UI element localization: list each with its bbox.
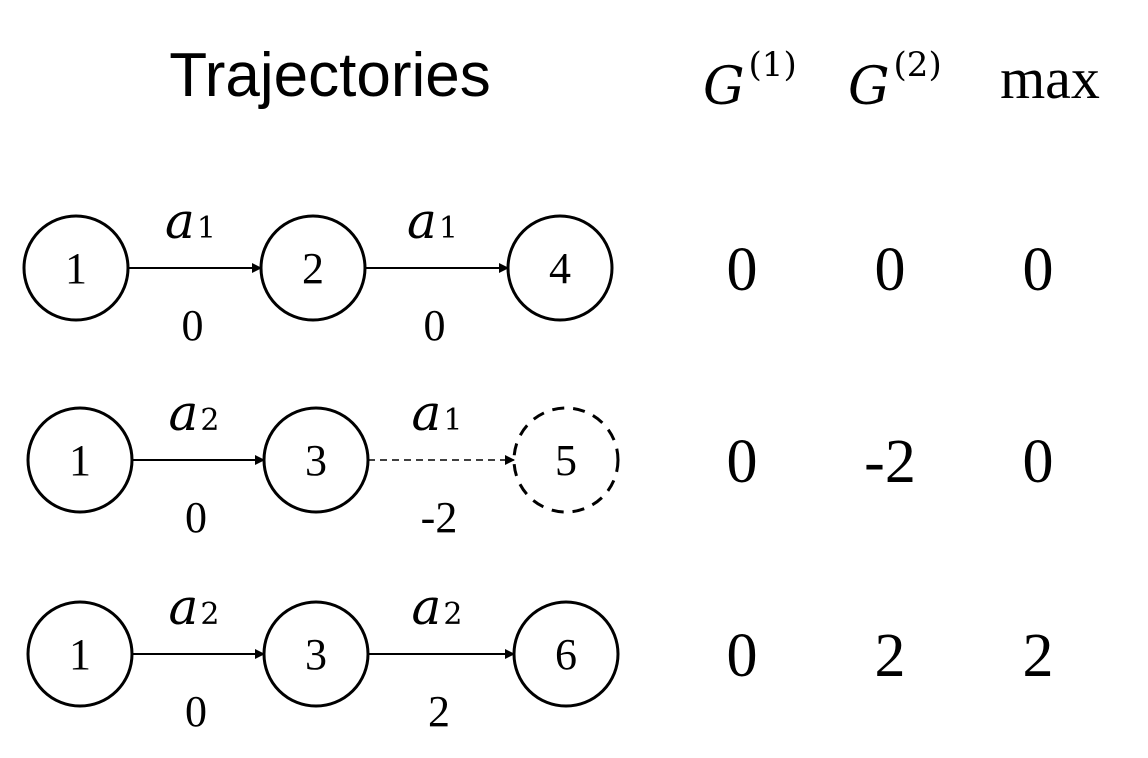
reward-label-row1-1: 0 — [182, 301, 204, 350]
action-symbol: a — [165, 192, 195, 250]
state-label-row2-2: 3 — [305, 436, 327, 485]
action-subscript: 1 — [439, 211, 458, 246]
action-symbol: a — [169, 384, 199, 442]
action-label-row2-1: a2 — [169, 384, 220, 442]
state-label-row2-3: 5 — [555, 436, 577, 485]
state-label-row3-3: 6 — [555, 630, 577, 679]
reward-label-row1-2: 0 — [424, 301, 446, 350]
reward-label-row3-1: 0 — [185, 687, 207, 736]
value-g2-row3: 2 — [875, 622, 906, 690]
value-g2-row1: 0 — [875, 236, 906, 304]
value-g1-row2: 0 — [727, 428, 758, 496]
action-symbol: a — [412, 384, 442, 442]
reward-label-row2-1: 0 — [185, 493, 207, 542]
value-max-row2: 0 — [1023, 428, 1054, 496]
action-subscript: 1 — [197, 211, 216, 246]
reward-label-row3-2: 2 — [428, 687, 450, 736]
value-max-row1: 0 — [1023, 236, 1054, 304]
state-label-row2-1: 1 — [69, 436, 91, 485]
header-g2-sup: (2) — [894, 45, 942, 85]
header-g2-base: G — [848, 57, 890, 117]
state-label-row1-2: 2 — [302, 244, 324, 293]
title: Trajectories — [169, 41, 491, 110]
header-g1: G(1) — [703, 45, 797, 117]
reward-label-row2-2: -2 — [421, 493, 458, 542]
header-g2: G(2) — [848, 45, 942, 117]
value-g2-row2: -2 — [864, 428, 916, 496]
value-max-row3: 2 — [1023, 622, 1054, 690]
value-g1-row3: 0 — [727, 622, 758, 690]
action-label-row1-2: a1 — [407, 192, 458, 250]
state-label-row1-3: 4 — [549, 244, 571, 293]
action-subscript: 2 — [443, 597, 462, 632]
state-node-row2-3 — [512, 406, 620, 514]
action-symbol: a — [407, 192, 437, 250]
value-g1-row1: 0 — [727, 236, 758, 304]
action-label-row3-1: a2 — [169, 578, 220, 636]
state-label-row3-1: 1 — [69, 630, 91, 679]
action-symbol: a — [169, 578, 199, 636]
state-label-row1-1: 1 — [65, 244, 87, 293]
action-label-row2-2: a1 — [412, 384, 463, 442]
action-symbol: a — [412, 578, 442, 636]
action-subscript: 1 — [443, 403, 462, 438]
action-subscript: 2 — [200, 403, 219, 438]
action-label-row3-2: a2 — [412, 578, 463, 636]
header-max: max — [1000, 46, 1100, 111]
action-subscript: 2 — [200, 597, 219, 632]
header-g1-sup: (1) — [749, 45, 797, 85]
action-label-row1-1: a1 — [165, 192, 216, 250]
header-g1-base: G — [703, 57, 745, 117]
state-label-row3-2: 3 — [305, 630, 327, 679]
